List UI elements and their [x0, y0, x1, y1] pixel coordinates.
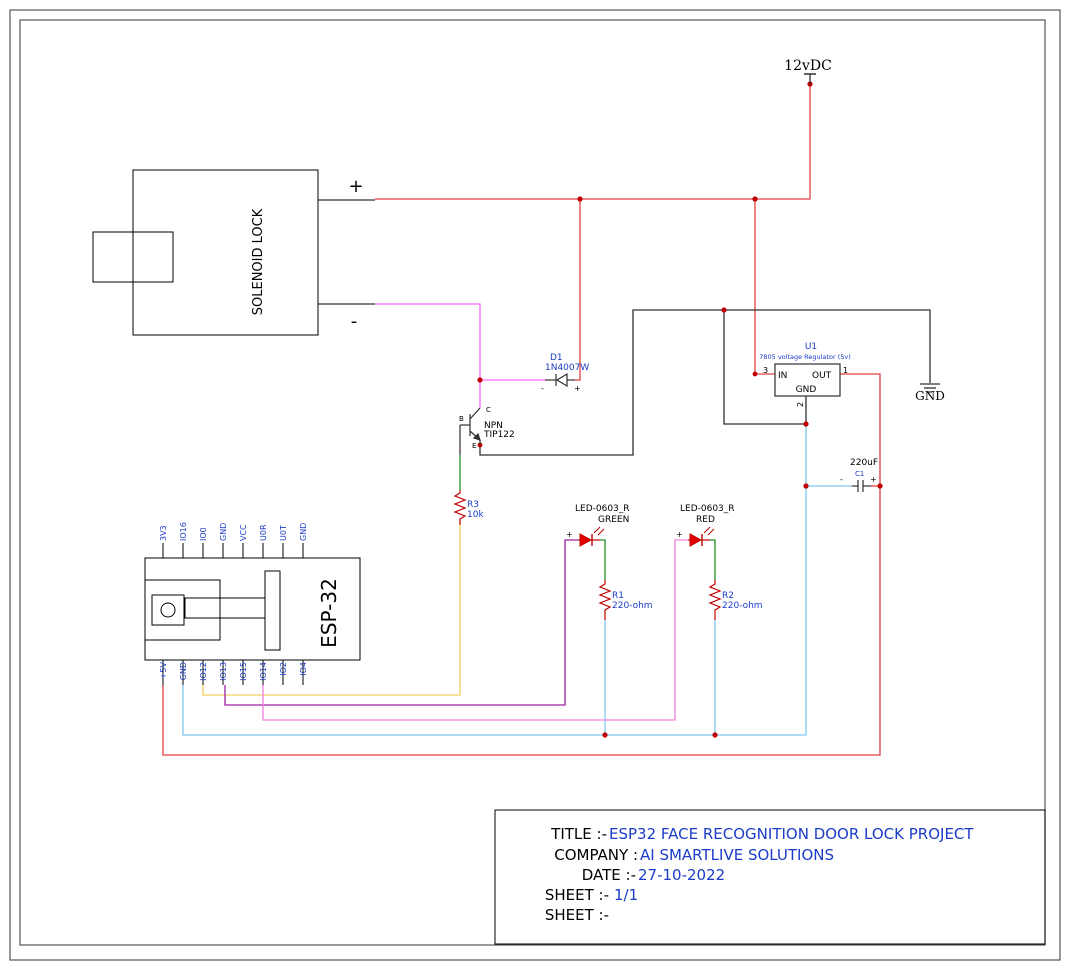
diode-plus: + [574, 384, 581, 393]
esp32-bottom-pins: +5V GND IO12 IO13 IO15 IO14 IO2 IO4 [159, 660, 308, 685]
diode-d1 [545, 372, 575, 388]
regulator-in: IN [778, 371, 787, 381]
ground-blue-wires [182, 424, 852, 736]
regulator-ref: U1 [805, 342, 817, 352]
led-green-plus: + [566, 530, 573, 539]
power-wires [162, 84, 881, 756]
resistor2-ref: R2 [722, 591, 734, 601]
solenoid-minus: - [351, 311, 358, 332]
esp32-top-pin-label: GND [299, 523, 308, 541]
led-red-part: LED-0603_R [680, 504, 735, 514]
transistor-type: NPN [484, 421, 503, 431]
resistor3-ref: R3 [467, 500, 479, 510]
led-red [688, 526, 715, 547]
esp32-top-pin-label: U0R [259, 524, 268, 541]
esp32-label: ESP-32 [317, 578, 341, 648]
resistor1-ref: R1 [612, 591, 624, 601]
sheet-value: 1/1 [614, 886, 638, 904]
regulator-gnd: GND [796, 385, 817, 395]
esp32-bottom-pin-label: GND [179, 662, 188, 680]
resistor1-value: 220-ohm [612, 601, 653, 611]
resistor-r3 [453, 490, 467, 525]
led-green-color: GREEN [598, 515, 629, 525]
date-label: DATE :- [582, 866, 636, 884]
led-red-color: RED [696, 515, 715, 525]
ground-label: GND [915, 389, 945, 403]
esp32-top-pin-label: U0T [279, 525, 288, 541]
esp32-top-pin-label: 3V3 [159, 525, 168, 541]
title-label: TITLE :- [550, 825, 607, 843]
solenoid-negative-wire [375, 303, 545, 408]
company-value: AI SMARTLIVE SOLUTIONS [640, 846, 834, 864]
title-block [494, 809, 1046, 945]
led-green [578, 526, 605, 547]
esp32-bottom-pin-label: IO4 [299, 662, 308, 676]
regulator-pin-in: 3 [763, 366, 768, 375]
capacitor-c1 [852, 480, 871, 492]
capacitor-minus: - [840, 475, 843, 484]
regulator-pin-out: 1 [843, 366, 848, 375]
esp32-bottom-pin-label: IO13 [219, 662, 228, 681]
regulator-u1 [774, 363, 841, 397]
transistor-b: B [459, 415, 464, 423]
esp32-top-pin-label: IO16 [179, 522, 188, 541]
transistor-part: TIP122 [483, 430, 515, 440]
diode-minus: - [541, 384, 544, 393]
esp32-bottom-pin-label: IO2 [279, 662, 288, 676]
transistor-c: C [486, 406, 491, 414]
diode-part: 1N4007W [545, 363, 589, 373]
solenoid-lock [92, 169, 375, 336]
led-green-part: LED-0603_R [575, 504, 630, 514]
power-source-12v: 12vDC [784, 58, 832, 84]
inner-border [19, 19, 1046, 946]
ground-wires [479, 309, 931, 456]
outer-border [9, 9, 1061, 961]
regulator-pin-gnd: 2 [796, 402, 805, 407]
junctions [477, 81, 883, 738]
transistor-npn [459, 407, 481, 455]
resistor2-value: 220-ohm [722, 601, 763, 611]
power-label: 12vDC [784, 58, 832, 74]
wire-io14 [262, 539, 688, 721]
title-value: ESP32 FACE RECOGNITION DOOR LOCK PROJECT [609, 825, 974, 843]
esp32-top-pin-label: VCC [239, 524, 248, 541]
resistor-r1 [598, 580, 612, 620]
solenoid-label: SOLENOID LOCK [251, 208, 266, 315]
resistor3-value: 10k [467, 510, 484, 520]
regulator-out: OUT [812, 371, 832, 381]
ground-symbol [920, 383, 940, 393]
regulator-part: 7805 voltage Regulator (5v) [759, 353, 851, 361]
diode-ref: D1 [550, 353, 563, 363]
solenoid-plus: + [348, 176, 363, 197]
capacitor-value: 220uF [850, 458, 878, 468]
sheet2-label: SHEET :- [545, 906, 609, 924]
esp32-top-pins: 3V3 IO16 IO0 GND VCC U0R U0T GND [159, 522, 308, 558]
esp32-bottom-pin-label: IO15 [239, 662, 248, 681]
company-label: COMPANY : [554, 846, 638, 864]
esp32-top-pin-label: IO0 [199, 527, 208, 541]
capacitor-plus: + [870, 475, 877, 484]
esp32-module [144, 557, 361, 661]
esp32-bottom-pin-label: IO12 [199, 662, 208, 681]
esp32-top-pin-label: GND [219, 523, 228, 541]
sheet-label: SHEET :- [545, 886, 609, 904]
transistor-e: E [472, 442, 476, 450]
esp32-bottom-pin-label: IO14 [259, 662, 268, 681]
resistor-green-wires [459, 455, 716, 580]
resistor-r2 [708, 580, 722, 620]
esp32-bottom-pin-label: +5V [159, 661, 168, 679]
date-value: 27-10-2022 [638, 866, 725, 884]
led-red-plus: + [676, 530, 683, 539]
wire-io12 [202, 525, 461, 696]
capacitor-ref: C1 [855, 470, 864, 478]
wire-io13 [224, 539, 578, 706]
